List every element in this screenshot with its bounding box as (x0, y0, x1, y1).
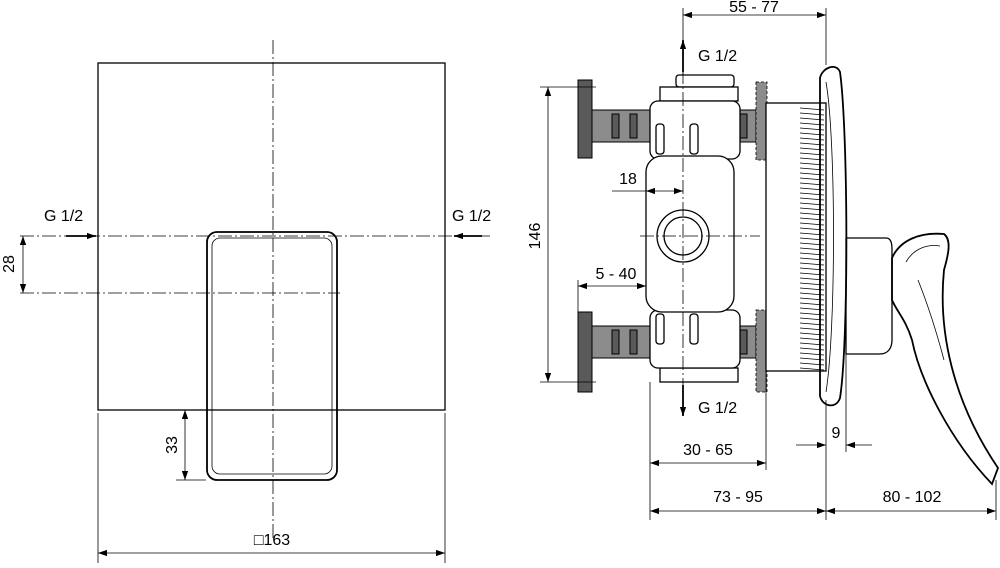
dim-28-label: 28 (1, 255, 18, 273)
dim-146-label: 146 (527, 223, 544, 250)
lever-arm-detail (905, 245, 945, 361)
bracket-plate-right-bottom (755, 309, 768, 393)
lower-insert-right (689, 313, 699, 345)
lever-handle-inner (211, 237, 333, 475)
bottom-rod-slot-2 (629, 329, 638, 355)
bracket-plate-top (577, 79, 593, 159)
dim-plate-label: □163 (254, 532, 290, 549)
cover-plate (97, 62, 446, 411)
side-view: 55 - 77 G 1/2 G 1/2 (527, 0, 1000, 520)
bottom-rod-slot-5 (739, 329, 748, 355)
lower-insert-left (655, 313, 665, 345)
bracket-plate-bottom (577, 311, 593, 393)
lever-arm (891, 232, 1000, 486)
threaded-sleeve (765, 102, 827, 372)
dim-9-label: 9 (832, 425, 841, 442)
dim-80-102-label: 80 - 102 (883, 489, 942, 506)
top-rod-slot-5 (739, 113, 748, 139)
upper-insert-left (655, 123, 665, 155)
lever-hub (845, 237, 893, 355)
top-fitting-nut (659, 86, 739, 102)
dim-18-label: 18 (619, 171, 637, 188)
cover-plate-inner (825, 81, 834, 393)
dim-5-40-label: 5 - 40 (596, 266, 637, 283)
inlet-left-label: G 1/2 (44, 208, 83, 225)
bracket-plate-right-top (755, 81, 768, 161)
upper-insert-right (689, 123, 699, 155)
outlet-top-label: G 1/2 (698, 48, 737, 65)
top-rod-slot-1 (611, 113, 620, 139)
top-rod-slot-2 (629, 113, 638, 139)
dim-33-label: 33 (164, 436, 181, 454)
inlet-right-label: G 1/2 (452, 208, 491, 225)
bottom-fitting-nut (659, 367, 739, 383)
bottom-rod-slot-1 (611, 329, 620, 355)
top-fitting-cap (675, 74, 735, 88)
front-view: G 1/2 G 1/2 28 33 □163 (1, 40, 491, 563)
dim-55-77-label: 55 - 77 (729, 0, 779, 16)
lever-handle-outer (206, 231, 338, 481)
dim-73-95-label: 73 - 95 (713, 489, 763, 506)
dim-30-65-label: 30 - 65 (683, 442, 733, 459)
outlet-bottom-label: G 1/2 (698, 400, 737, 417)
